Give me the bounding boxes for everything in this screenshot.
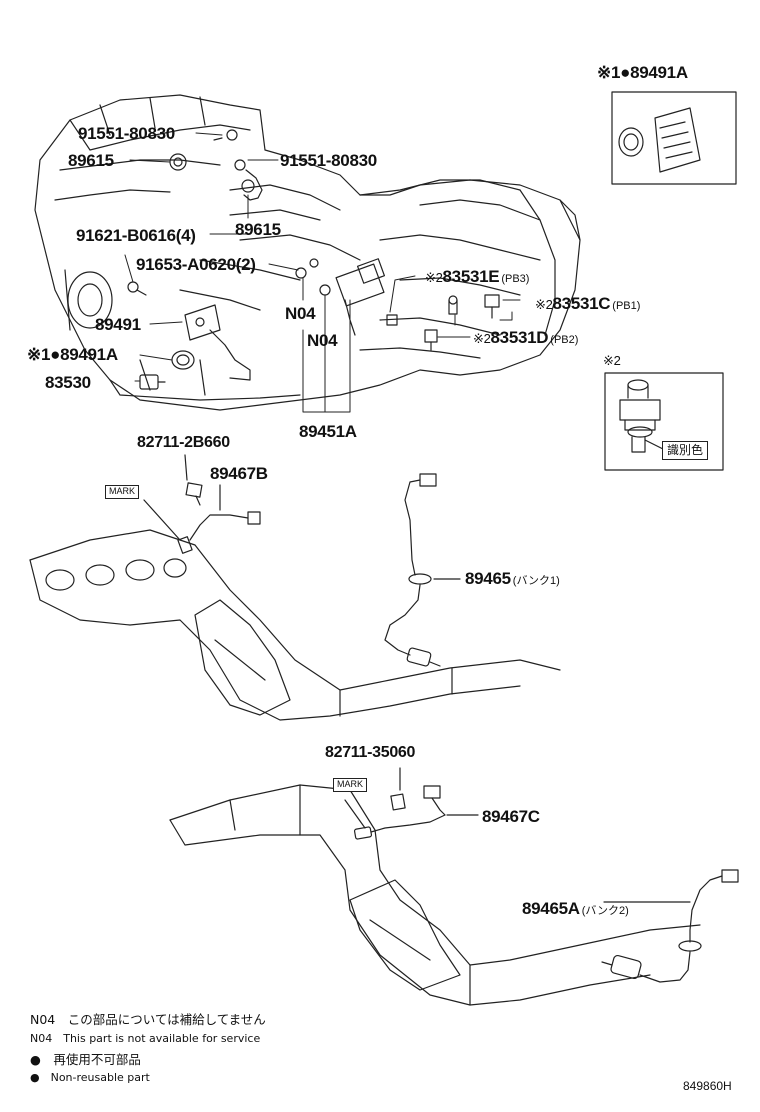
label-83530: 83530	[45, 373, 91, 392]
label-83531d-sub: (PB2)	[550, 334, 579, 346]
label-89465: 89465(バンク1)	[465, 570, 560, 587]
label-83531d-number: 83531D	[490, 328, 549, 347]
label-83531d: ※283531D(PB2)	[473, 329, 578, 346]
label-89465-sub: (バンク1)	[512, 575, 560, 587]
label-89615-mid: 89615	[235, 220, 281, 239]
label-89467b: 89467B	[210, 464, 268, 483]
label-83531c-sub: (PB1)	[612, 300, 641, 312]
note-nonreusable-english: ● Non-reusable part	[30, 1071, 150, 1084]
label-89467c: 89467C	[482, 807, 540, 826]
note-nonreusable-japanese: ● 再使用不可部品	[30, 1052, 141, 1067]
label-n04-a: N04	[285, 304, 316, 323]
label-91551-80830-top: 91551-80830	[78, 124, 175, 143]
gasket-kit-detail-box	[611, 91, 737, 185]
label-89465-number: 89465	[465, 569, 511, 588]
ref2-mark: ※2	[473, 331, 491, 346]
ref2-mark: ※2	[425, 270, 443, 285]
mark-label-bank2: MARK	[333, 778, 368, 792]
engine-transmission-illustration	[34, 94, 581, 411]
label-82711-2b660: 82711-2B660	[137, 434, 230, 451]
sensor-89467c	[344, 767, 479, 840]
note-n04-japanese: N04 この部品については補給してません	[30, 1012, 266, 1027]
bank2-exhaust-illustration	[169, 784, 701, 1006]
label-89491a-box: ※1●89491A	[597, 63, 688, 82]
sensor-89465-bank1	[384, 473, 461, 667]
label-89491: 89491	[95, 315, 141, 334]
label-ref2-box: ※2	[603, 353, 621, 368]
label-n04-b: N04	[307, 331, 338, 350]
label-89465a-sub: (バンク2)	[581, 905, 629, 917]
label-89465a-number: 89465A	[522, 899, 580, 918]
bank1-exhaust-illustration	[29, 529, 561, 721]
label-83531c: ※283531C(PB1)	[535, 295, 640, 312]
sensor-89465a-bank2	[601, 869, 739, 983]
solenoid-id-detail-box	[604, 372, 724, 471]
label-89451a: 89451A	[299, 422, 357, 441]
label-89491a-left: ※1●89491A	[27, 345, 118, 364]
drawing-code: 849860H	[683, 1079, 732, 1093]
label-83531e-number: 83531E	[442, 267, 500, 286]
label-91653-a0620: 91653-A0620(2)	[136, 255, 256, 274]
label-83531c-number: 83531C	[552, 294, 611, 313]
label-83531e: ※283531E(PB3)	[425, 268, 529, 285]
label-82711-35060: 82711-35060	[325, 744, 416, 761]
id-color-label: 識別色	[662, 441, 709, 461]
mark-label-bank1: MARK	[105, 485, 140, 499]
label-91621-b0616: 91621-B0616(4)	[76, 226, 196, 245]
label-89465a: 89465A(バンク2)	[522, 900, 629, 917]
note-n04-english: N04 This part is not available for servi…	[30, 1032, 261, 1045]
ref2-mark: ※2	[535, 297, 553, 312]
sensor-89467b	[143, 454, 261, 554]
label-91551-80830-right: 91551-80830	[280, 151, 377, 170]
engine-leader-lines	[124, 132, 521, 413]
label-83531e-sub: (PB3)	[501, 273, 530, 285]
label-89615-left: 89615	[68, 151, 114, 170]
